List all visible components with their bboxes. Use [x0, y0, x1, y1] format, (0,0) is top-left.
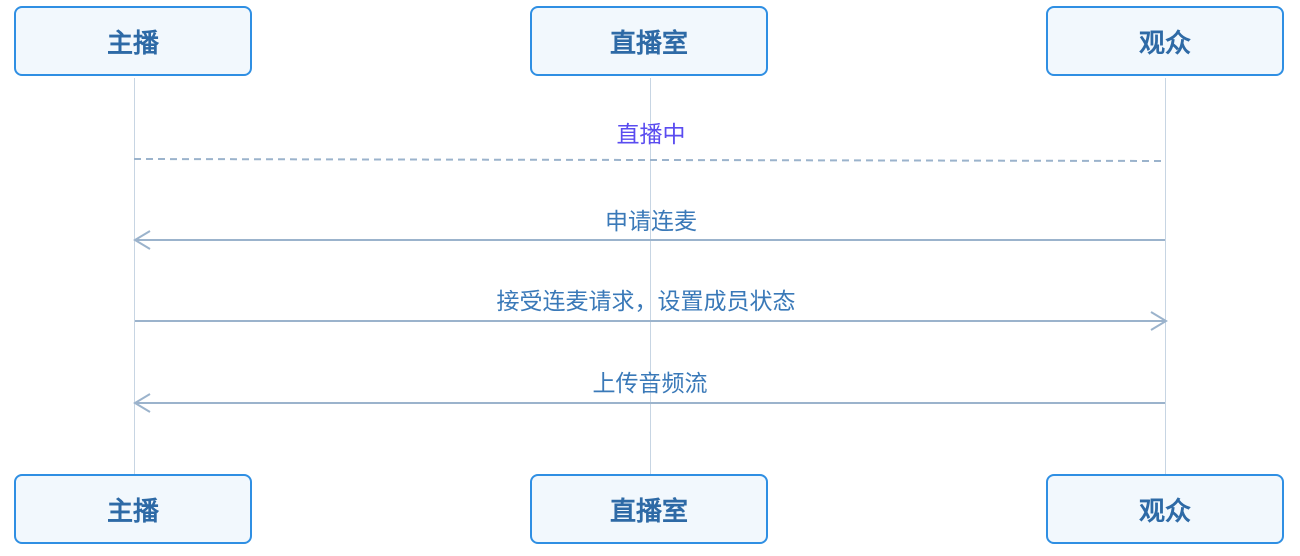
- arrowhead-left-icon: [133, 230, 151, 250]
- actor-audience-bottom: 观众: [1046, 474, 1284, 544]
- message-label-live: 直播中: [616, 122, 686, 148]
- actor-host-bottom: 主播: [14, 474, 252, 544]
- actor-audience-top: 观众: [1046, 6, 1284, 76]
- arrowhead-left-icon: [133, 393, 151, 413]
- actor-host-top: 主播: [14, 6, 252, 76]
- actor-label: 直播室: [609, 28, 688, 59]
- actor-label: 主播: [106, 28, 159, 59]
- actor-label: 观众: [1138, 496, 1191, 527]
- lifeline-live-room: [650, 78, 651, 474]
- actor-label: 主播: [106, 496, 159, 527]
- message-line-live: [133, 158, 1166, 162]
- actor-label: 观众: [1138, 28, 1191, 59]
- lifeline-host: [134, 78, 135, 474]
- lifeline-audience: [1165, 78, 1166, 474]
- arrowhead-right-icon: [1150, 311, 1168, 331]
- actor-label: 直播室: [609, 496, 688, 527]
- message-label-upload: 上传音频流: [592, 371, 708, 397]
- actor-live-room-top: 直播室: [530, 6, 768, 76]
- actor-live-room-bottom: 直播室: [530, 474, 768, 544]
- message-label-accept: 接受连麦请求，设置成员状态: [496, 289, 796, 315]
- message-label-apply: 申请连麦: [605, 209, 697, 235]
